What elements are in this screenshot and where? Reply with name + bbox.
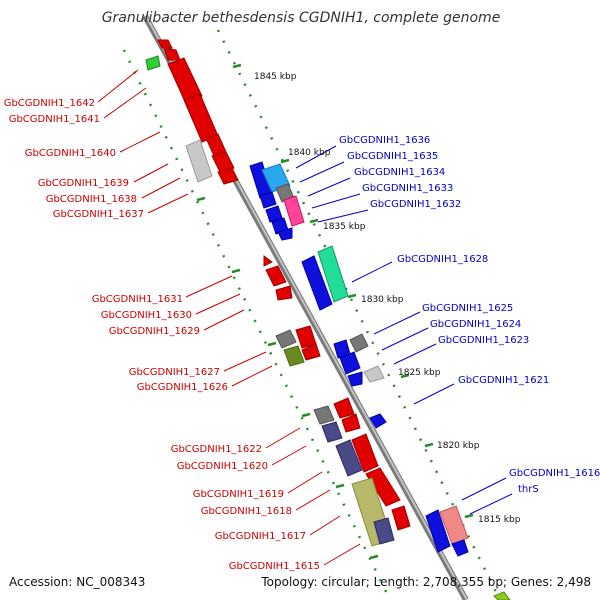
gene-label: GbCGDNIH1_1620 [177, 461, 268, 472]
right-strand-features [249, 161, 469, 557]
tick-label: 1840 kbp [288, 148, 331, 158]
gene-feature [493, 591, 511, 600]
gene-label: GbCGDNIH1_1641 [9, 114, 100, 125]
gene-feature [347, 371, 363, 387]
genome-summary-text: Topology: circular; Length: 2,708,355 bp… [260, 575, 591, 589]
gene-feature [261, 163, 291, 193]
gene-feature [313, 405, 335, 425]
gene-feature [301, 255, 333, 311]
gene-label: GbCGDNIH1_1632 [370, 199, 461, 210]
gene-feature [259, 191, 277, 209]
outer-tracks [122, 29, 502, 600]
left-gene-labels: GbCGDNIH1_1642 GbCGDNIH1_1641 GbCGDNIH1_… [4, 98, 320, 572]
right-gene-labels: GbCGDNIH1_1636 GbCGDNIH1_1635 GbCGDNIH1_… [339, 135, 600, 495]
gene-feature [439, 505, 469, 545]
gene-label: GbCGDNIH1_1629 [109, 326, 200, 337]
tick-labels: 1845 kbp 1840 kbp 1835 kbp 1830 kbp 1825… [254, 72, 521, 525]
gene-label: GbCGDNIH1_1638 [46, 194, 137, 205]
gene-label: GbCGDNIH1_1615 [229, 561, 320, 572]
gene-label: GbCGDNIH1_1635 [347, 151, 438, 162]
gene-feature [283, 195, 305, 227]
gene-feature [301, 343, 321, 361]
gene-label: GbCGDNIH1_1623 [438, 335, 529, 346]
gene-label: GbCGDNIH1_1622 [171, 444, 262, 455]
left-strand-features [145, 39, 511, 600]
gene-label: GbCGDNIH1_1642 [4, 98, 95, 109]
gene-label: GbCGDNIH1_1631 [92, 294, 183, 305]
gene-feature [167, 57, 203, 105]
gene-feature [275, 329, 297, 349]
gene-feature [373, 517, 395, 545]
gene-feature [185, 139, 213, 183]
gene-feature [349, 333, 369, 353]
gene-label: GbCGDNIH1_1636 [339, 135, 430, 146]
gene-feature [145, 55, 161, 71]
gene-label: GbCGDNIH1_1618 [201, 506, 292, 517]
gene-label: thrS [518, 484, 539, 495]
gene-feature [335, 439, 363, 477]
left-callout-lines [97, 69, 361, 566]
tick-label: 1815 kbp [478, 515, 521, 525]
gene-feature [265, 265, 287, 287]
gene-label: GbCGDNIH1_1640 [25, 148, 116, 159]
gene-feature [333, 397, 355, 419]
gene-label: GbCGDNIH1_1619 [193, 489, 284, 500]
tick-label: 1820 kbp [437, 441, 480, 451]
gene-label: GbCGDNIH1_1617 [215, 531, 306, 542]
gene-feature [369, 413, 387, 429]
gene-feature [217, 167, 239, 185]
gene-feature [277, 227, 293, 241]
gene-label: GbCGDNIH1_1627 [129, 367, 220, 378]
gene-label: GbCGDNIH1_1624 [430, 319, 521, 330]
gene-feature [391, 505, 411, 531]
gene-feature [283, 345, 305, 367]
accession-text: Accession: NC_008343 [9, 575, 145, 589]
gene-label: GbCGDNIH1_1628 [397, 254, 488, 265]
gene-feature [211, 151, 235, 173]
gene-label: GbCGDNIH1_1621 [458, 375, 549, 386]
gene-label: GbCGDNIH1_1625 [422, 303, 513, 314]
gene-feature [295, 325, 317, 349]
gene-label: GbCGDNIH1_1639 [38, 178, 129, 189]
gene-feature [317, 245, 349, 303]
gene-feature [157, 39, 173, 49]
gene-feature [365, 467, 401, 507]
tick-label: 1835 kbp [323, 222, 366, 232]
gene-label: GbCGDNIH1_1637 [53, 209, 144, 220]
gene-label: GbCGDNIH1_1626 [137, 382, 228, 393]
gene-feature [275, 285, 293, 301]
gene-feature [341, 413, 361, 433]
gene-feature [363, 365, 385, 383]
gene-feature [265, 205, 283, 223]
tick-label: 1845 kbp [254, 72, 297, 82]
map-title: Granulibacter bethesdensis CGDNIH1, comp… [102, 10, 501, 26]
tick-label: 1830 kbp [361, 295, 404, 305]
gene-feature [263, 255, 273, 267]
tick-marks [196, 63, 474, 560]
gene-feature [183, 93, 219, 143]
gene-label: GbCGDNIH1_1616 [509, 468, 600, 479]
gene-label: GbCGDNIH1_1634 [354, 167, 445, 178]
gene-label: GbCGDNIH1_1633 [362, 183, 453, 194]
gene-feature [425, 509, 451, 553]
gene-label: GbCGDNIH1_1630 [101, 310, 192, 321]
right-callout-lines [295, 145, 513, 515]
gene-feature [339, 351, 361, 375]
tick-label: 1825 kbp [398, 368, 441, 378]
gene-feature [351, 433, 379, 473]
gene-feature [321, 421, 343, 443]
gene-feature [451, 539, 469, 557]
